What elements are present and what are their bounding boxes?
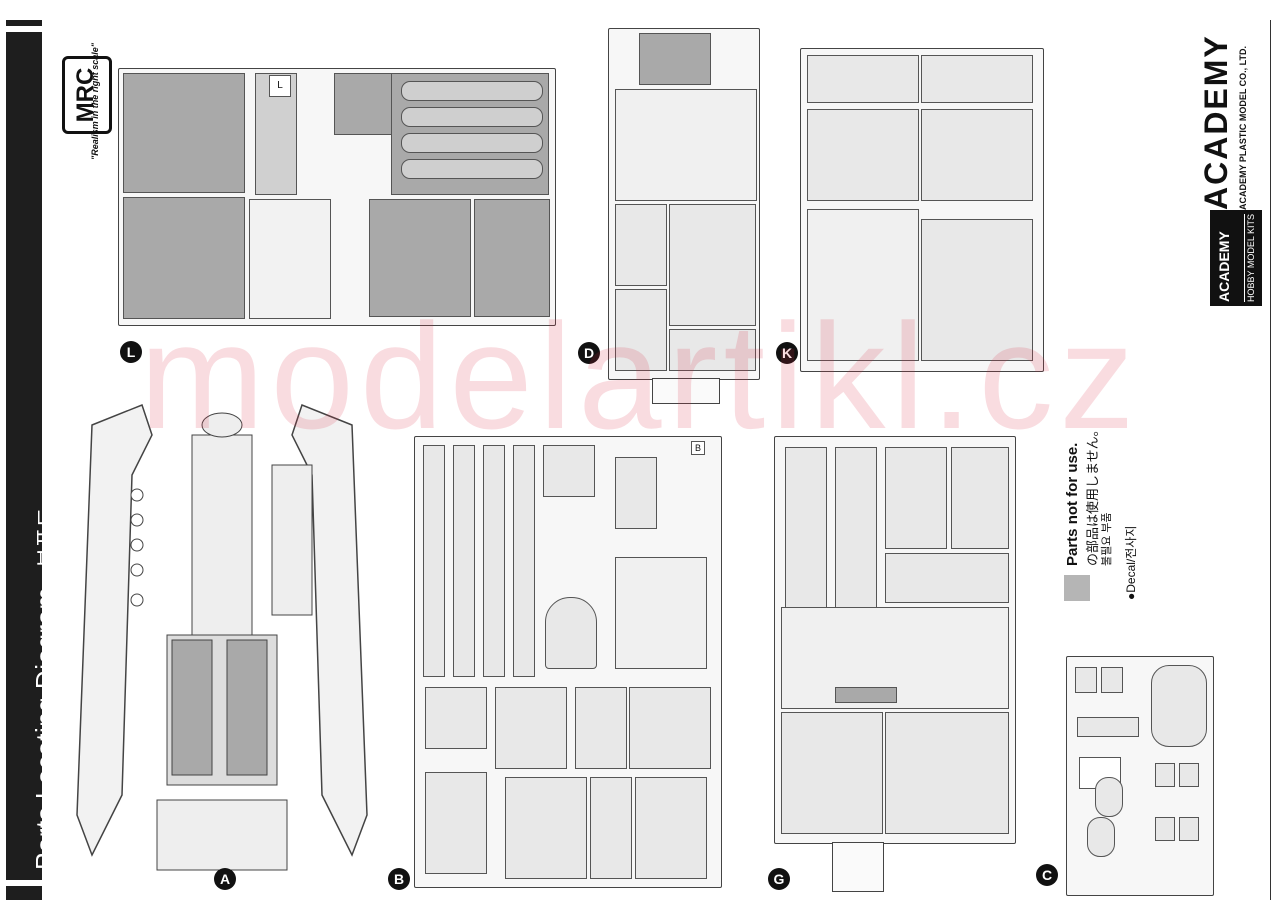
not-for-use-swatch xyxy=(1064,575,1090,601)
sprue-label-b: B xyxy=(388,868,410,890)
academy-company: ACADEMY PLASTIC MODEL CO., LTD. xyxy=(1238,45,1248,210)
sprue-g-frame xyxy=(774,436,1016,844)
sprue-d-extension xyxy=(652,378,720,404)
title-bar xyxy=(6,20,42,900)
right-rule xyxy=(1270,20,1271,900)
sprue-c-frame xyxy=(1066,656,1214,896)
mrc-logo: MRC xyxy=(60,56,112,136)
mrc-logo-text: MRC xyxy=(62,56,112,134)
sprue-a-frame xyxy=(62,395,382,895)
sprue-k-frame xyxy=(800,48,1044,372)
sprue-label-k: K xyxy=(776,342,798,364)
page-title: Parts Locating Diagram xyxy=(30,587,60,870)
academy-logo: ACADEMY xyxy=(1198,34,1234,210)
sprue-label-l: L xyxy=(120,341,142,363)
sprue-g-extension xyxy=(832,842,884,892)
academy-box-logo: ACADEMY HOBBY MODEL KITS xyxy=(1210,210,1262,306)
sprue-label-d: D xyxy=(578,342,600,364)
sprue-a-drawing xyxy=(76,404,368,871)
sprue-label-g: G xyxy=(768,868,790,890)
mrc-slogan: "Realism in the right scale" xyxy=(90,42,100,160)
sprue-b-frame: B xyxy=(414,436,722,888)
sprue-label-c: C xyxy=(1036,864,1058,886)
sprue-l-frame: L xyxy=(118,68,556,326)
not-for-use-ko: 불필요 부품 xyxy=(1101,512,1113,566)
sprue-label-a: A xyxy=(214,868,236,890)
title-bar-stripe xyxy=(6,880,42,886)
page-title-korean: 부품도 xyxy=(35,507,60,568)
title-bar-stripe xyxy=(6,26,42,32)
decal-label: ●Decal/전사지 xyxy=(1124,525,1138,600)
not-for-use-en: Parts not for use. xyxy=(1064,442,1081,566)
sprue-d-frame xyxy=(608,28,760,380)
